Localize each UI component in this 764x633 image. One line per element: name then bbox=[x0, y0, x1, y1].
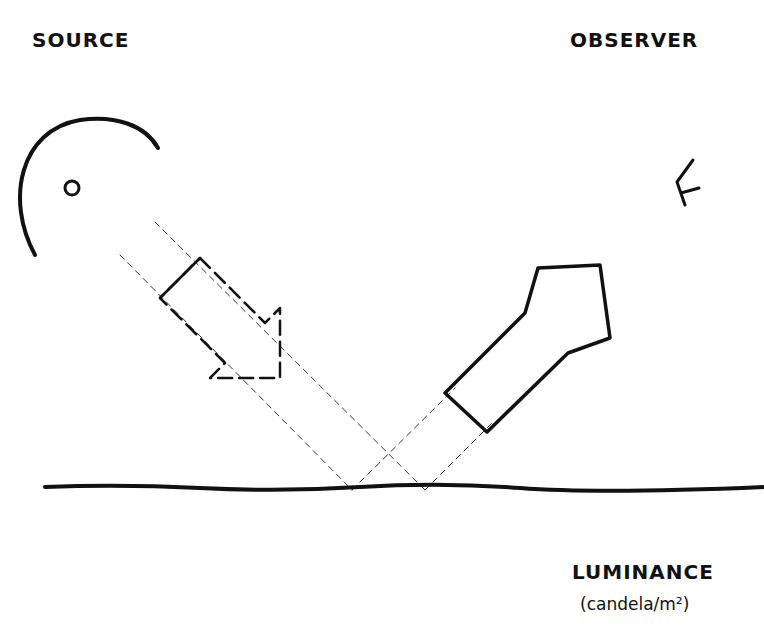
surface-line bbox=[45, 485, 764, 491]
guide-line bbox=[155, 222, 425, 490]
guide-line bbox=[352, 388, 455, 490]
incident-arrow bbox=[160, 258, 280, 378]
unit-label: (candela/m²) bbox=[580, 594, 689, 614]
observer-label: OBSERVER bbox=[570, 28, 698, 52]
incident-arrow-cap bbox=[160, 258, 200, 298]
reflected-arrow bbox=[445, 265, 610, 432]
source-hood bbox=[20, 119, 158, 255]
source-label: SOURCE bbox=[32, 28, 129, 52]
quantity-label: LUMINANCE bbox=[572, 560, 714, 584]
observer-eye bbox=[677, 160, 699, 205]
source-lamp bbox=[65, 181, 79, 195]
guide-line bbox=[120, 255, 352, 490]
